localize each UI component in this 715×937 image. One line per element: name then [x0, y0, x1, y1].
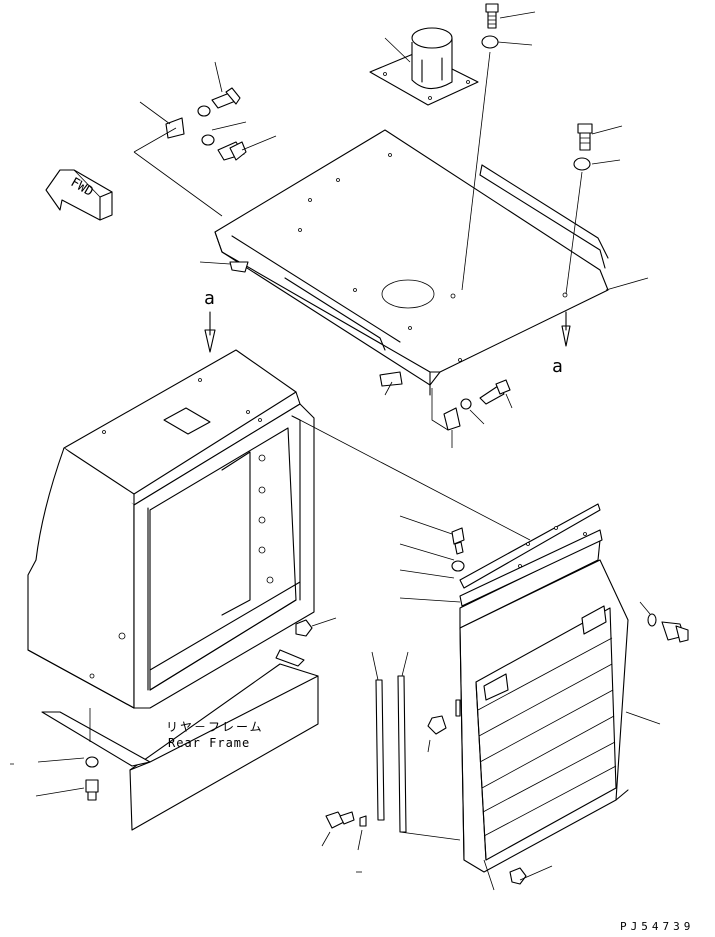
leader-lines-grille [321, 515, 661, 891]
picture-code: PJ54739 [620, 920, 695, 933]
grille-assembly [459, 539, 629, 873]
washer-grille-left [451, 560, 465, 572]
bolt-top-center [485, 3, 499, 29]
fwd-arrow-icon [45, 169, 113, 221]
nut-grille-bottom [509, 867, 527, 885]
washer-top-plate-right [460, 398, 472, 410]
clip-bottom [359, 815, 367, 827]
grille-top-strips [459, 503, 603, 607]
bracket-top-plate-right [443, 407, 461, 431]
clip-grille-left [455, 699, 461, 717]
rear-frame-box [27, 349, 315, 709]
bolt-axis-line-right [565, 171, 583, 295]
bolt-top-right [577, 123, 593, 151]
washer-top-right [573, 157, 591, 171]
washer-base [85, 756, 99, 768]
washer-left-lower [201, 134, 215, 146]
bolt-grille-bottom-left [325, 811, 355, 829]
washer-grille-right [647, 613, 657, 627]
leader-lines-top [139, 11, 649, 396]
down-arrow-icon [561, 311, 571, 347]
bolt-grille-right [661, 621, 689, 643]
top-cover-plate [214, 129, 609, 396]
guide-line-left [133, 127, 223, 217]
bolt-left-upper [211, 87, 241, 109]
down-arrow-icon-left [204, 311, 216, 353]
bolt-grille-left [451, 527, 465, 555]
top-handrail [479, 164, 609, 269]
bolt-base [85, 779, 99, 801]
bracket-left [165, 117, 185, 139]
grille-side-strips [375, 675, 461, 841]
base-cover-plate [41, 649, 319, 831]
ref-letter-bottom: a [552, 356, 563, 377]
part-name-japanese: リヤ－フレーム [166, 720, 264, 734]
leader-nut-frame [311, 617, 337, 627]
bolt-axis-line [461, 51, 491, 291]
stack-flange [369, 27, 479, 106]
leader-lines-base [10, 757, 85, 797]
bolt-left-lower [217, 141, 247, 161]
part-name-english: Rear Frame [168, 736, 251, 750]
washer-top-center [481, 35, 499, 49]
leader-lines-mid [431, 388, 513, 448]
nut-frame-right [295, 619, 313, 637]
nut-grille-left [427, 715, 447, 735]
bolt-top-plate-right [479, 379, 511, 405]
washer-left-upper [197, 105, 211, 117]
ref-letter-top: a [204, 288, 215, 309]
guide-line-frame-grille [299, 419, 531, 541]
